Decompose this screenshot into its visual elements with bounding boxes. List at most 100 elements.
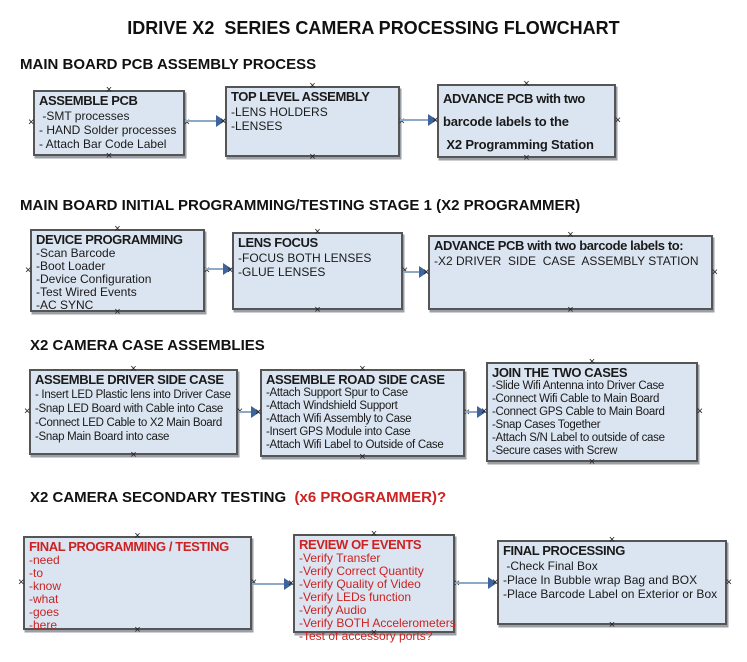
connection-handle-icon: × (105, 150, 113, 162)
arrow-line (465, 411, 479, 413)
box-review-of-events[interactable]: REVIEW OF EVENTS -Verify Transfer-Verify… (288, 529, 460, 643)
box-title: FINAL PROCESSING (503, 543, 625, 558)
box-item: -Verify Quality of Video (299, 577, 421, 591)
connection-handle-icon: × (314, 304, 321, 316)
box-item: -Connect LED Cable to X2 Main Board (35, 417, 223, 429)
box-item: -Snap Cases Together (492, 419, 601, 431)
box-item: -Place Barcode Label on Exterior or Box (503, 587, 718, 601)
connection-handle-icon: × (18, 576, 25, 589)
arrow-line (400, 119, 430, 121)
box-title: ADVANCE PCB with two (443, 91, 585, 106)
box-item: -Place In Bubble wrap Bag and BOX (503, 573, 698, 587)
box-item: -AC SYNC (36, 298, 94, 312)
box-item: -to (29, 566, 44, 580)
box-item: -Attach Wifi Label to Outside of Case (266, 439, 444, 451)
connection-handle-icon: × (28, 116, 35, 129)
box-item: -Test of accessory ports? (299, 629, 433, 643)
box-top-level-assembly[interactable]: TOP LEVEL ASSEMBLY -LENS HOLDERS-LENSES … (220, 81, 405, 163)
box-item: -Check Final Box (503, 559, 598, 573)
box-item: -Secure cases with Screw (492, 445, 618, 457)
connection-handle-icon: × (309, 151, 316, 163)
section-header-pcb-assembly: MAIN BOARD PCB ASSEMBLY PROCESS (20, 56, 317, 73)
box-items: -X2 DRIVER SIDE CASE ASSEMBLY STATION (434, 254, 708, 268)
box-items: -Slide Wifi Antenna into Driver Case-Con… (492, 380, 693, 458)
box-item: -Snap Main Board into case (35, 431, 170, 443)
section-header-secondary-testing: X2 CAMERA SECONDARY TESTING (x6 PROGRAMM… (30, 489, 446, 506)
box-item: -Verify BOTH Accelerometers (299, 616, 456, 630)
connection-handle-icon: × (24, 405, 31, 418)
box-title: DEVICE PROGRAMMING (36, 232, 183, 247)
box-item: - Attach Bar Code Label (39, 137, 167, 151)
box-item: -Slide Wifi Antenna into Driver Case (492, 380, 664, 392)
box-item: -Device Configuration (36, 272, 152, 286)
arrowhead-icon (477, 406, 486, 418)
box-items: -LENS HOLDERS-LENSES (231, 105, 395, 133)
arrowhead-icon (223, 263, 232, 275)
section-header-red-part: (x6 PROGRAMMER)? (290, 489, 447, 506)
connection-handle-icon: × (25, 264, 32, 276)
connection-handle-icon: × (608, 619, 616, 631)
flow-arrow[interactable] (403, 266, 428, 278)
box-join-the-two-cases[interactable]: JOIN THE TWO CASES -Slide Wifi Antenna i… (481, 357, 703, 468)
box-device-programming[interactable]: DEVICE PROGRAMMING -Scan Barcode-Boot Lo… (25, 224, 210, 318)
flow-arrow[interactable] (205, 263, 232, 275)
arrow-line (185, 120, 218, 122)
box-lens-focus[interactable]: LENS FOCUS -FOCUS BOTH LENSES-GLUE LENSE… (227, 227, 408, 316)
box-item: -Attach S/N Label to outside of case (492, 432, 665, 444)
box-title: ASSEMBLE DRIVER SIDE CASE (35, 372, 224, 387)
connection-handle-icon: × (567, 304, 574, 316)
section-header-black-part: X2 CAMERA SECONDARY TESTING (30, 489, 291, 506)
flow-arrow[interactable] (465, 406, 486, 418)
flow-arrow[interactable] (252, 578, 293, 590)
box-final-processing[interactable]: FINAL PROCESSING -Check Final Box-Place … (492, 535, 732, 631)
connection-handle-icon: × (711, 266, 718, 278)
box-items: -Verify Transfer-Verify Correct Quantity… (299, 551, 456, 643)
box-item: -LENSES (231, 119, 283, 133)
flow-arrow[interactable] (238, 406, 260, 418)
connection-handle-icon: × (696, 405, 703, 418)
box-item: -Boot Loader (36, 259, 106, 273)
box-items: -need-to-know-what-goes-here (29, 554, 247, 632)
flow-arrow[interactable] (185, 115, 225, 127)
box-items: - Insert LED Plastic lens into Driver Ca… (35, 388, 233, 444)
arrowhead-icon (428, 114, 437, 126)
box-assemble-driver-side-case[interactable]: ASSEMBLE DRIVER SIDE CASE - Insert LED P… (24, 364, 243, 461)
box-item: -Verify Correct Quantity (299, 564, 424, 578)
arrowhead-icon (419, 266, 428, 278)
arrowhead-icon (216, 115, 225, 127)
box-title: ASSEMBLE ROAD SIDE CASE (266, 372, 445, 387)
box-item: - HAND Solder processes (39, 123, 177, 137)
box-advance-pcb-driver-side-station[interactable]: ADVANCE PCB with two barcode labels to: … (423, 230, 718, 316)
box-title: TOP LEVEL ASSEMBLY (231, 89, 370, 104)
box-item: -FOCUS BOTH LENSES (238, 251, 372, 265)
box-items: -Scan Barcode-Boot Loader-Device Configu… (36, 247, 200, 312)
box-advance-pcb-programming-station[interactable]: ADVANCE PCB with two barcode labels to t… (432, 79, 621, 164)
connection-handle-icon: × (359, 451, 366, 463)
box-item: -Verify Audio (299, 603, 367, 617)
box-assemble-road-side-case[interactable]: ASSEMBLE ROAD SIDE CASE -Attach Support … (255, 364, 470, 463)
box-title: LENS FOCUS (238, 235, 318, 250)
box-item: -here (29, 618, 58, 632)
flow-arrow[interactable] (455, 577, 497, 589)
box-item: -SMT processes (39, 109, 130, 123)
box-item: -X2 DRIVER SIDE CASE ASSEMBLY STATION (434, 254, 699, 268)
box-item: -Connect GPS Cable to Main Board (492, 406, 665, 418)
box-item: -Insert GPS Module into Case (266, 426, 411, 438)
box-title: REVIEW OF EVENTS (299, 537, 422, 552)
box-items: -FOCUS BOTH LENSES-GLUE LENSES (238, 251, 398, 279)
section-header-case-assemblies: X2 CAMERA CASE ASSEMBLIES (30, 337, 265, 354)
box-item: barcode labels to the (443, 114, 569, 129)
box-title: FINAL PROGRAMMING / TESTING (29, 539, 229, 554)
box-items: -SMT processes- HAND Solder processes- A… (39, 109, 180, 151)
box-item: -what (29, 592, 59, 606)
box-assemble-pcb[interactable]: ASSEMBLE PCB -SMT processes- HAND Solder… (28, 85, 190, 162)
connection-handle-icon: × (725, 576, 732, 588)
flow-arrow[interactable] (400, 114, 437, 126)
box-item: -GLUE LENSES (238, 265, 326, 279)
connection-handle-icon: × (614, 114, 621, 127)
box-item: -Connect Wifi Cable to Main Board (492, 393, 660, 405)
box-final-programming-testing[interactable]: FINAL PROGRAMMING / TESTING -need-to-kno… (18, 531, 257, 636)
box-item: -Attach Wifi Assembly to Case (266, 413, 412, 425)
page-title: IDRIVE X2 SERIES CAMERA PROCESSING FLOWC… (127, 18, 620, 38)
box-item: -Verify Transfer (299, 551, 381, 565)
